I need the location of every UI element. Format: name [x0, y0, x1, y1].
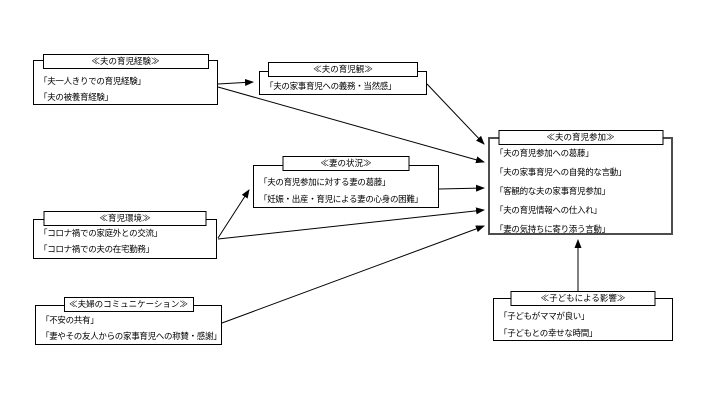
box-items: 「夫の育児参加への葛藤」 「夫の家事育児への自発的な言動」 「客観的な夫の家事育…: [490, 139, 671, 233]
concept-item: 「夫の被養育経験」: [39, 93, 113, 103]
arrow-environment-to-participation: [217, 207, 485, 240]
box-influence-of-children: ≪子どもによる影響≫ 「子どもがママが良い」 「子どもとの幸せな時間」: [493, 291, 673, 341]
box-items: 「夫一人きりでの育児経験」 「夫の被養育経験」: [34, 61, 217, 104]
concept-item: 「コロナ禍での家庭外との交流」: [39, 229, 162, 239]
concept-item: 「夫の育児情報への仕入れ」: [495, 206, 602, 216]
box-husband-childcare-participation: ≪夫の育児参加≫ 「夫の育児参加への葛藤」 「夫の家事育児への自発的な言動」 「…: [488, 130, 673, 235]
box-items: 「不安の共有」 「妻やその友人からの家事育児への称賛・感謝」: [36, 306, 221, 344]
concept-item: 「客観的な夫の家事育児参加」: [495, 187, 610, 197]
arrow-wife-to-participation: [438, 184, 485, 192]
concept-item: 「夫一人きりでの育児経験」: [39, 77, 146, 87]
box-title-couple-communication: ≪夫婦のコミュニケーション≫: [63, 297, 194, 312]
concept-item: 「妻やその友人からの家事育児への称賛・感謝」: [41, 332, 221, 342]
box-couple-communication: ≪夫婦のコミュニケーション≫ 「不安の共有」 「妻やその友人からの家事育児への称…: [35, 297, 222, 345]
box-husband-childcare-experience: ≪夫の育児経験≫ 「夫一人きりでの育児経験」 「夫の被養育経験」: [33, 54, 218, 105]
concept-item: 「子どもとの幸せな時間」: [499, 328, 598, 339]
concept-item: 「夫の家事育児への自発的な言動」: [495, 168, 627, 178]
box-title-husband-childcare-view: ≪夫の育児観≫: [268, 62, 418, 77]
arrow-environment-to-wife: [217, 189, 250, 239]
box-items: 「夫の育児参加に対する妻の葛藤」 「妊娠・出産・育児による妻の心身の困難」: [254, 166, 438, 207]
box-title-husband-childcare-participation: ≪夫の育児参加≫: [498, 130, 663, 145]
box-title-husband-childcare-experience: ≪夫の育児経験≫: [42, 54, 209, 69]
box-wife-situation: ≪妻の状況≫ 「夫の育児参加に対する妻の葛藤」 「妊娠・出産・育児による妻の心身…: [253, 156, 439, 208]
box-items: 「夫の家事育児への義務・当然感」: [260, 72, 426, 94]
concept-item: 「夫の育児参加への葛藤」: [495, 149, 594, 159]
box-title-wife-situation: ≪妻の状況≫: [282, 156, 410, 171]
box-husband-childcare-view: ≪夫の育児観≫ 「夫の家事育児への義務・当然感」: [259, 62, 427, 95]
box-items: 「子どもがママが良い」 「子どもとの幸せな時間」: [494, 299, 672, 340]
arrow-view-to-participation: [426, 83, 485, 145]
concept-item: 「妊娠・出産・育児による妻の心身の困難」: [259, 194, 423, 205]
box-items: 「コロナ禍での家庭外との交流」 「コロナ禍での夫の在宅勤務」: [34, 220, 216, 258]
arrow-communication-to-participation: [221, 225, 485, 324]
concept-item: 「妻の気持ちに寄り添う言動」: [495, 225, 610, 233]
box-childcare-environment: ≪育児環境≫ 「コロナ禍での家庭外との交流」 「コロナ禍での夫の在宅勤務」: [33, 211, 217, 259]
concept-item: 「夫の家事育児への義務・当然感」: [265, 82, 397, 92]
box-title-influence-of-children: ≪子どもによる影響≫: [510, 291, 656, 306]
concept-item: 「子どもがママが良い」: [499, 312, 590, 322]
arrow-experience-to-view: [217, 78, 254, 86]
box-title-childcare-environment: ≪育児環境≫: [43, 211, 207, 226]
concept-item: 「コロナ禍での夫の在宅勤務」: [39, 245, 154, 255]
concept-item: 「不安の共有」: [41, 316, 99, 326]
concept-item: 「夫の育児参加に対する妻の葛藤」: [259, 178, 391, 188]
arrow-experience-to-participation: [217, 86, 485, 164]
